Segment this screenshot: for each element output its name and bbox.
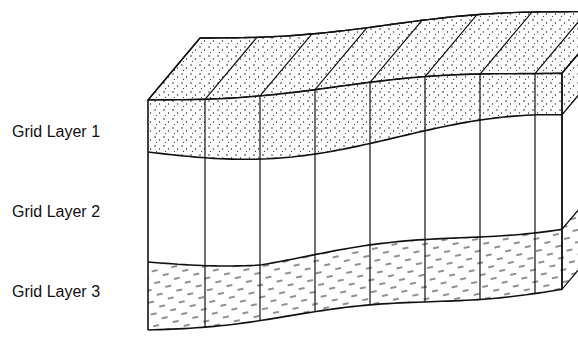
grid-column-line [147, 100, 149, 330]
grid-top-line [425, 15, 477, 77]
grid-column-line [259, 96, 260, 321]
grid-column-line [424, 77, 425, 302]
layer-boundary [148, 289, 562, 330]
layer-2-side [562, 53, 578, 230]
grid-top-line [370, 20, 422, 82]
layer-label: Grid Layer 1 [12, 124, 100, 140]
layer-boundary [148, 115, 562, 160]
grid-top-line [562, 11, 578, 73]
grid-top-line [315, 28, 367, 90]
grid-column-line [479, 74, 480, 299]
grid-column-line [534, 74, 535, 294]
layer-boundary [148, 73, 562, 100]
grid-column-line [369, 82, 370, 305]
grid-top-line [148, 38, 200, 100]
layer-3-side [562, 167, 578, 289]
grid-column-line [314, 90, 315, 312]
layer-label: Grid Layer 2 [12, 204, 100, 220]
grid-top-line [205, 37, 257, 99]
layer-3-front [148, 229, 562, 330]
grid-top-line [480, 12, 532, 74]
grid-top-line [260, 34, 312, 96]
layer-label: Grid Layer 3 [12, 284, 100, 300]
grid-column-line [204, 99, 205, 327]
grid-top-line [535, 12, 578, 74]
layer-boundary [148, 229, 562, 266]
grid-column-line [561, 73, 563, 289]
